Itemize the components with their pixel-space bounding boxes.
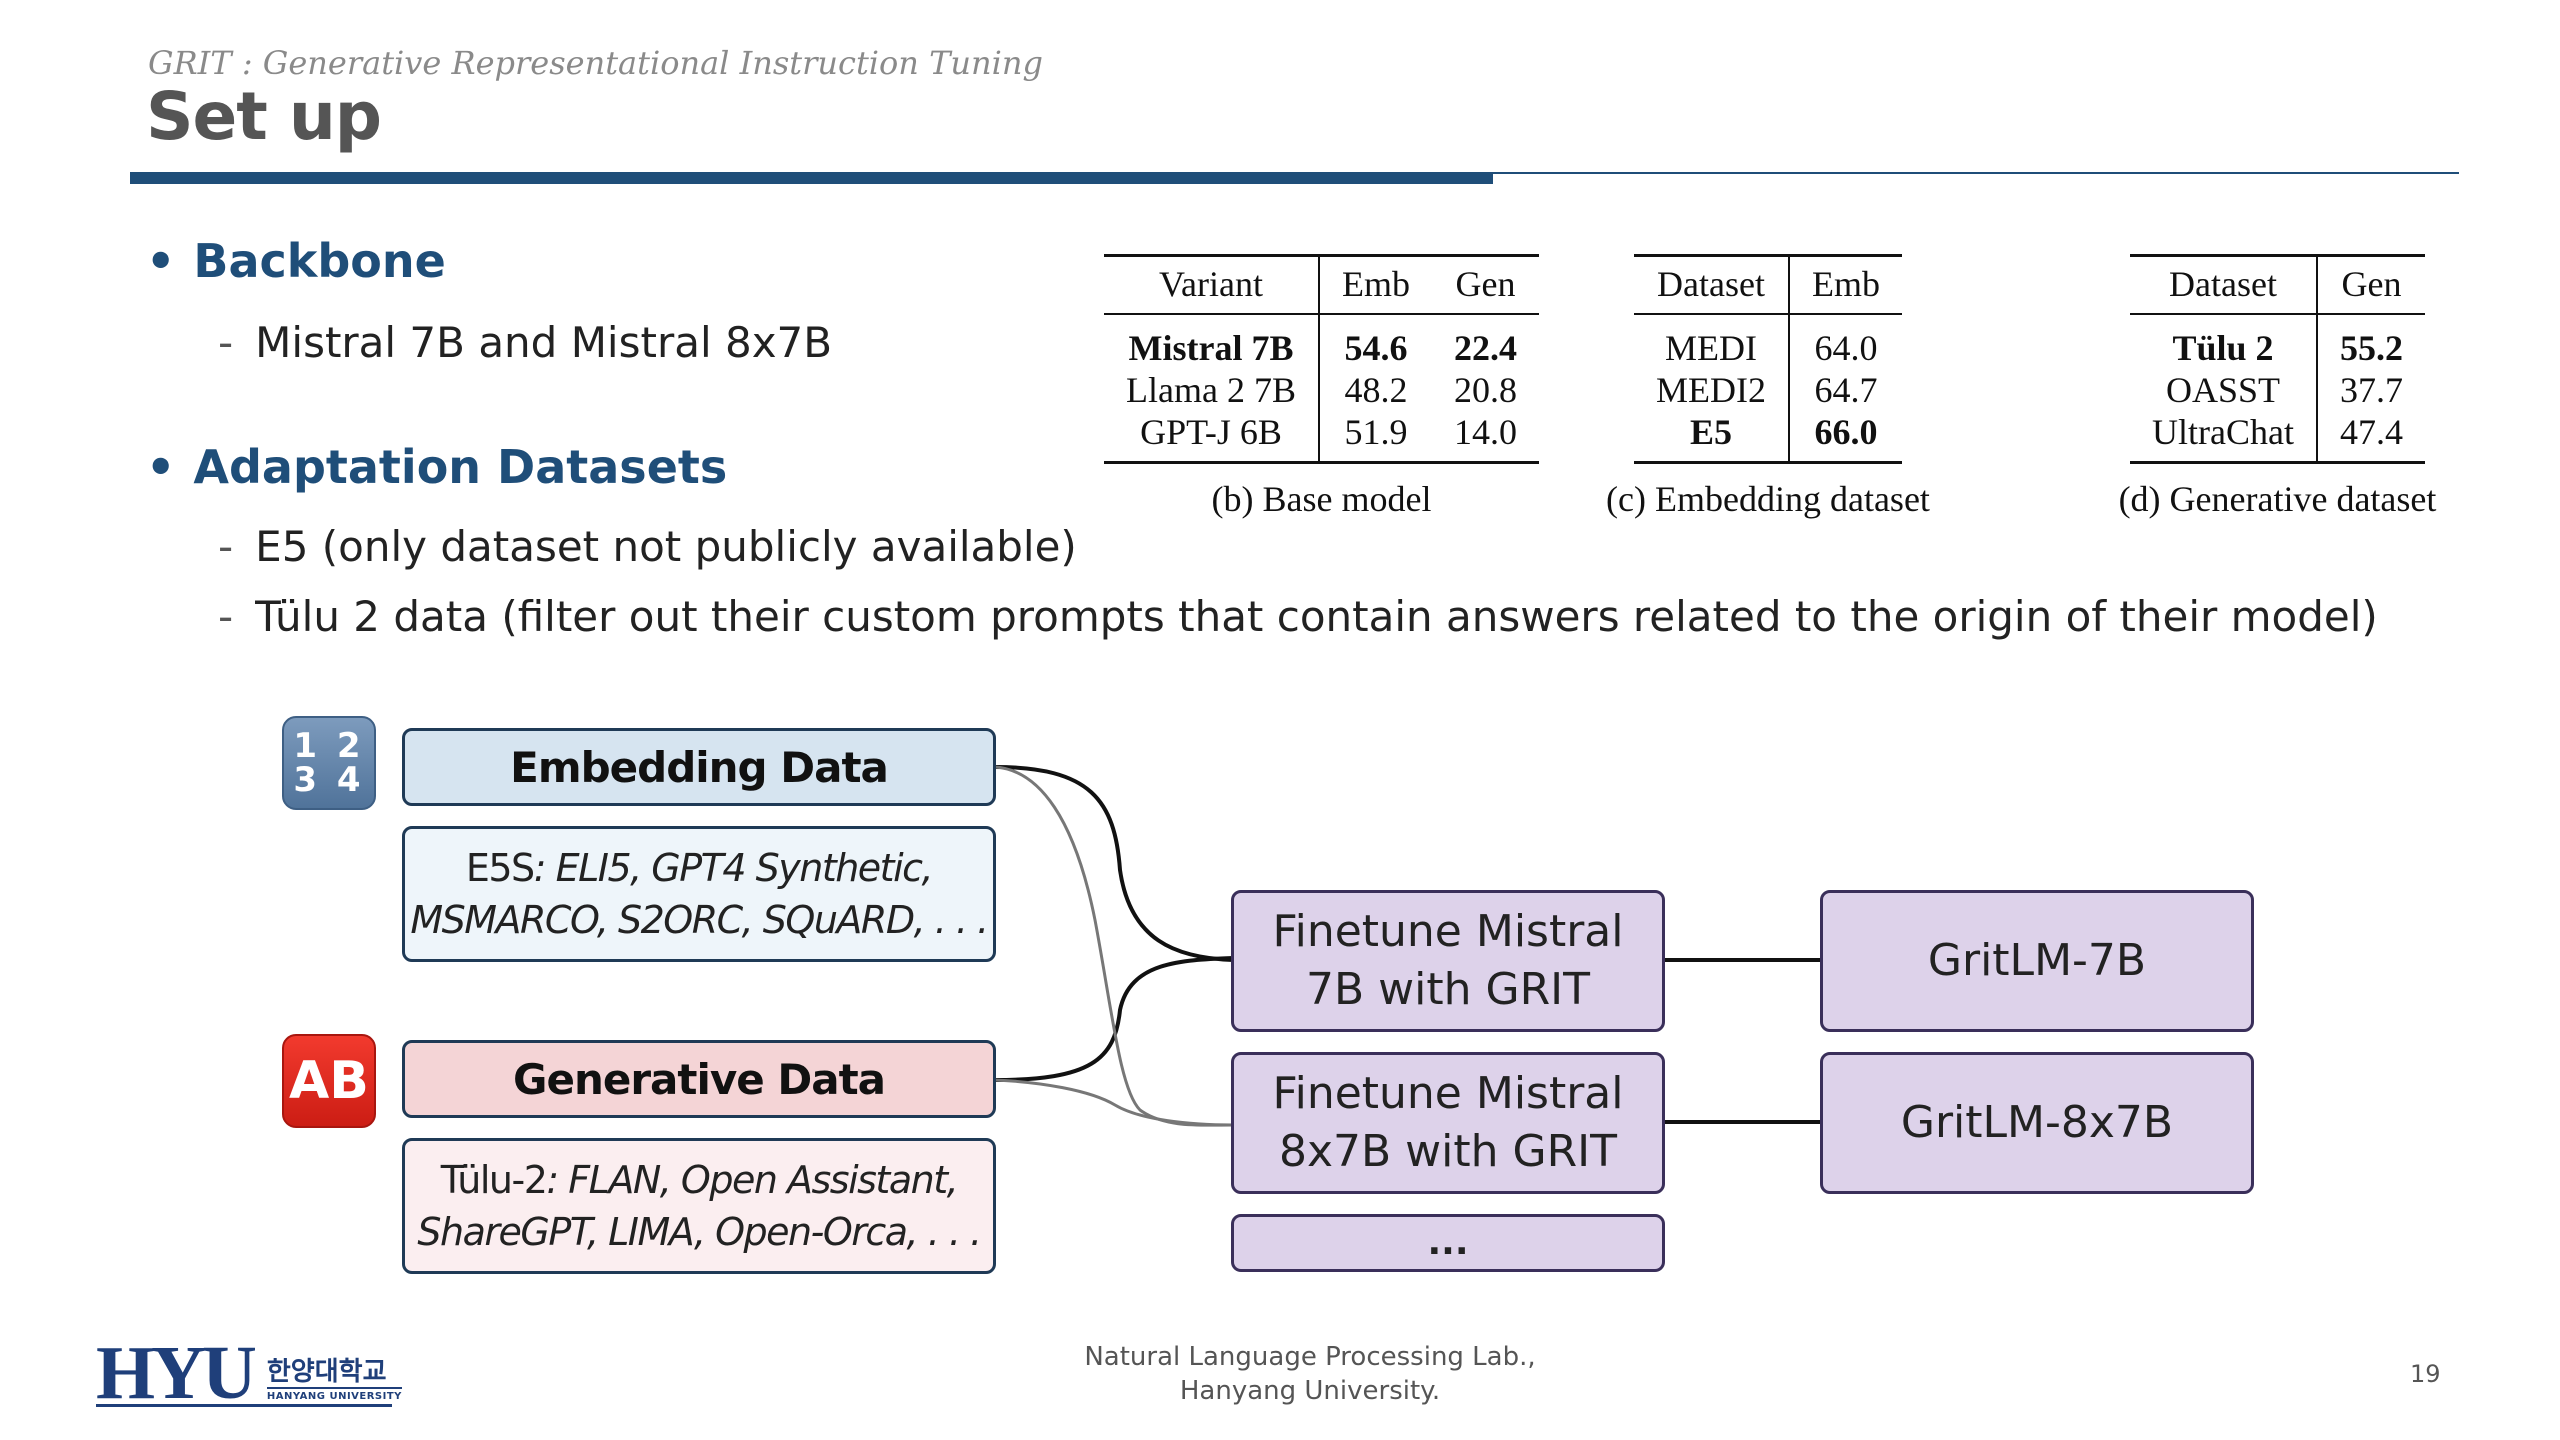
connector-generative-to-8x7b [994,1078,1234,1127]
sub-bullet-text: Mistral 7B and Mistral 8x7B [255,318,833,367]
table-cell: Llama 2 7B [1104,369,1320,411]
sub-bullet-text: E5 (only dataset not publicly available) [255,522,1077,571]
gritlm-8x7b-box: GritLM-8x7B [1820,1052,2254,1194]
table-cell: 64.7 [1814,370,1878,410]
generative-lead: Tülu-2 [440,1158,548,1202]
logo-side: 한양대학교 HANYANG UNIVERSITY [266,1357,402,1402]
table-caption: (b) Base model [1211,479,1432,519]
table-cell: UltraChat [2130,411,2318,464]
table-header: Gen [1431,254,1539,315]
table-row: Llama 2 7B 48.2 20.8 [1104,369,1539,411]
table-cell: 20.8 [1453,370,1517,410]
page-number: 19 [2410,1360,2441,1388]
embedding-datasets-box: E5S: ELI5, GPT4 Synthetic, MSMARCO, S2OR… [402,826,996,962]
logo-underline [96,1404,392,1407]
table-row: E5 66.0 [1634,411,1902,464]
ab-letters-icon: AB [282,1034,376,1128]
bullet-backbone-title: Backbone [193,234,446,288]
table-cell: Mistral 7B [1104,314,1320,369]
dash: - [218,592,234,641]
finetune-8x7b-box: Finetune Mistral 8x7B with GRIT [1231,1052,1665,1194]
generative-line1: : FLAN, Open Assistant, [546,1158,958,1202]
footer-lab-line2: Hanyang University. [1179,1376,1441,1406]
embedding-data-label: Embedding Data [510,742,889,792]
table-cell: 48.2 [1344,370,1408,410]
table-embedding-dataset: Dataset Emb MEDI 64.0 MEDI2 64.7 E5 66.0… [1606,254,1930,520]
table-header: Emb [1318,254,1432,315]
sub-bullet-datasets-2: -Tülu 2 data (filter out their custom pr… [218,592,2378,641]
table-caption: (d) Generative dataset [2118,479,2437,519]
title-rule-thick [130,172,1493,184]
connector-generative-to-7b [994,956,1234,1082]
title-rule-thin [1493,172,2459,174]
table-cell: Tülu 2 [2130,314,2318,369]
table-caption: (c) Embedding dataset [1606,479,1930,519]
slide-title: Set up [146,78,382,155]
table-header: Emb [1789,254,1902,315]
table-cell: MEDI [1634,314,1790,369]
bullet-datasets-title: Adaptation Datasets [193,440,728,494]
table-header: Dataset [2130,254,2318,315]
table-cell: 66.0 [1789,411,1902,464]
dash: - [218,522,234,571]
table-cell: 51.9 [1318,411,1432,464]
bullet-dot: • [146,440,176,494]
table-cell: 64.0 [1814,328,1878,368]
table-cell: GPT-J 6B [1104,411,1320,464]
dash: - [218,318,234,367]
table-cell: 37.7 [2339,370,2403,410]
connector-embedding-to-7b [994,765,1234,962]
table-row: UltraChat 47.4 [2130,411,2425,464]
gritlm-7b-box: GritLM-7B [1820,890,2254,1032]
table-cell: 54.6 [1344,328,1408,368]
connector-embedding-to-8x7b [994,765,1234,1127]
table-cell: 47.4 [2316,411,2425,464]
embedding-line1: : ELI5, GPT4 Synthetic, [533,846,934,890]
table-base-model: Variant Emb Gen Mistral 7B 54.6 22.4 Lla… [1104,254,1539,520]
more-models-box: ... [1231,1214,1665,1272]
sub-bullet-backbone-1: -Mistral 7B and Mistral 8x7B [218,318,832,367]
table-cell: MEDI2 [1634,369,1790,411]
table-cell: E5 [1634,411,1790,464]
generative-data-label: Generative Data [513,1054,886,1104]
hyu-logo: HYU 한양대학교 HANYANG UNIVERSITY [96,1331,402,1415]
slide-subtitle: GRIT : Generative Representational Instr… [148,44,1043,82]
table-row: Tülu 2 55.2 [2130,314,2425,369]
sub-bullet-datasets-1: -E5 (only dataset not publicly available… [218,522,1077,571]
table-generative-dataset: Dataset Gen Tülu 2 55.2 OASST 37.7 Ultra… [2119,254,2436,520]
generative-datasets-box: Tülu-2: FLAN, Open Assistant, ShareGPT, … [402,1138,996,1274]
table-header: Variant [1104,254,1320,315]
table-cell: OASST [2130,369,2318,411]
table-cell: 22.4 [1453,328,1517,368]
bullet-dot: • [146,234,176,288]
logo-korean: 한양대학교 [266,1357,387,1387]
embedding-lead: E5S [465,846,535,890]
table-row: Mistral 7B 54.6 22.4 [1104,314,1539,369]
table-row: GPT-J 6B 51.9 14.0 [1104,411,1539,464]
embedding-line2: MSMARCO, S2ORC, SQuARD, . . . [410,898,989,942]
table-header: Gen [2316,254,2425,315]
footer-lab-line1: Natural Language Processing Lab., [1084,1342,1536,1372]
table-row: OASST 37.7 [2130,369,2425,411]
sub-bullet-text: Tülu 2 data (filter out their custom pro… [255,592,2378,641]
bullet-backbone: • Backbone [146,234,446,288]
table-row: MEDI 64.0 [1634,314,1902,369]
numbers-icon: 1 2 3 4 [282,716,376,810]
logo-english: HANYANG UNIVERSITY [266,1387,402,1402]
embedding-data-box: Embedding Data [402,728,996,806]
bullet-datasets: • Adaptation Datasets [146,440,727,494]
table-row: MEDI2 64.7 [1634,369,1902,411]
generative-line2: ShareGPT, LIMA, Open-Orca, . . . [417,1210,982,1254]
generative-data-box: Generative Data [402,1040,996,1118]
finetune-7b-box: Finetune Mistral 7B with GRIT [1231,890,1665,1032]
footer-lab: Natural Language Processing Lab., Hanyan… [1050,1340,1570,1408]
table-cell: 14.0 [1431,411,1539,464]
table-header: Dataset [1634,254,1790,315]
logo-text: HYU [96,1331,257,1415]
table-cell: 55.2 [2339,328,2403,368]
